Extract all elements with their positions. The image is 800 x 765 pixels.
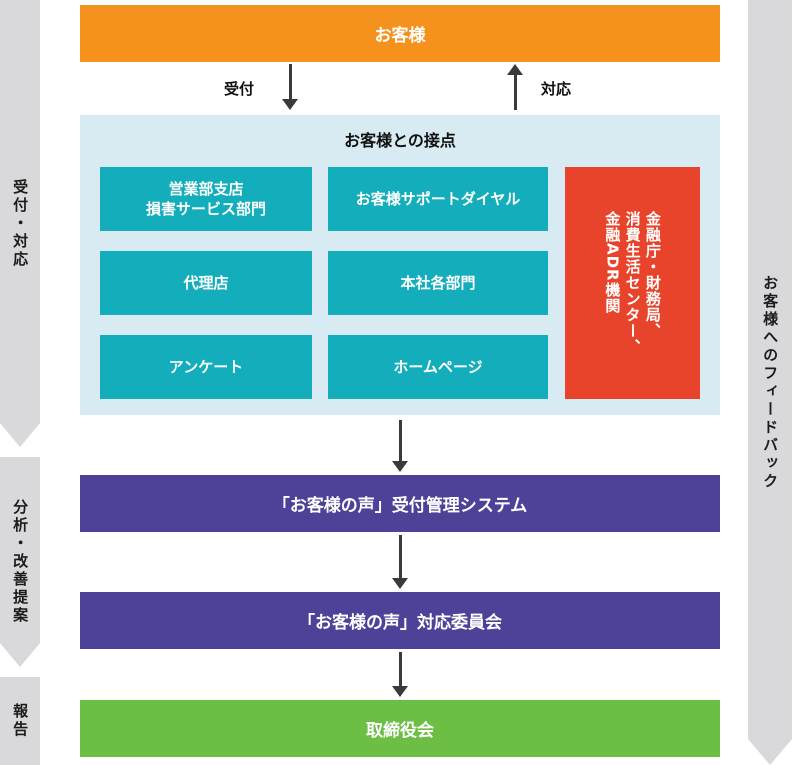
reception-label: 受付 bbox=[224, 80, 255, 98]
external-agencies-label: 金融庁・財務局、 消費生活センター、 金融ADR機関 bbox=[603, 211, 662, 355]
ribbon-analysis-improvement: 分析・改善提案 bbox=[0, 457, 40, 667]
contact-box-support-dial-label: お客様サポートダイヤル bbox=[355, 189, 521, 208]
contact-points-panel: お客様との接点 営業部支店 損害サービス部門 お客様サポートダイヤル 代理店 本… bbox=[80, 115, 720, 415]
ribbon-reception-response: 受付・対応 bbox=[0, 0, 40, 447]
customer-bar: お客様 bbox=[80, 5, 720, 62]
contact-box-homepage-label: ホームページ bbox=[393, 357, 483, 376]
contact-box-survey-label: アンケート bbox=[168, 357, 244, 376]
customer-bar-label: お客様 bbox=[374, 26, 426, 46]
contact-box-agency-label: 代理店 bbox=[183, 273, 229, 292]
contact-box-sales-branch: 営業部支店 損害サービス部門 bbox=[100, 167, 312, 231]
arrow-head bbox=[392, 461, 408, 472]
voice-committee-bar-label: 「お客様の声」対応委員会 bbox=[298, 613, 502, 633]
ribbon-report-label: 報告 bbox=[11, 703, 30, 739]
arrow-head bbox=[392, 578, 408, 589]
contact-box-agency: 代理店 bbox=[100, 251, 312, 315]
arrow-stem bbox=[288, 64, 292, 100]
arrow-down-to-committee-icon bbox=[392, 535, 408, 589]
arrow-head bbox=[392, 686, 408, 697]
arrow-stem bbox=[398, 652, 402, 687]
board-bar-label: 取締役会 bbox=[366, 721, 434, 741]
arrow-down-reception-icon bbox=[282, 64, 298, 110]
ribbon-report: 報告 bbox=[0, 677, 40, 765]
ribbon-reception-response-label: 受付・対応 bbox=[11, 178, 30, 269]
contact-box-support-dial: お客様サポートダイヤル bbox=[328, 167, 548, 231]
board-bar: 取締役会 bbox=[80, 700, 720, 757]
contact-box-homepage: ホームページ bbox=[328, 335, 548, 399]
contact-box-sales-branch-label: 営業部支店 損害サービス部門 bbox=[145, 179, 266, 218]
arrow-stem bbox=[398, 535, 402, 579]
voice-system-bar: 「お客様の声」受付管理システム bbox=[80, 475, 720, 532]
arrow-down-to-board-icon bbox=[392, 652, 408, 697]
voice-system-bar-label: 「お客様の声」受付管理システム bbox=[272, 496, 528, 516]
ribbon-analysis-improvement-label: 分析・改善提案 bbox=[11, 499, 30, 625]
ribbon-customer-feedback-label: お客様へのフィードバック bbox=[761, 274, 780, 491]
arrow-head bbox=[282, 99, 298, 110]
voice-committee-bar: 「お客様の声」対応委員会 bbox=[80, 592, 720, 649]
response-label: 対応 bbox=[541, 80, 572, 98]
external-agencies-box: 金融庁・財務局、 消費生活センター、 金融ADR機関 bbox=[565, 167, 700, 399]
arrow-stem bbox=[513, 74, 517, 110]
contact-points-title: お客様との接点 bbox=[344, 131, 456, 150]
arrow-down-to-system-icon bbox=[392, 420, 408, 472]
contact-box-head-office: 本社各部門 bbox=[328, 251, 548, 315]
arrow-head bbox=[507, 64, 523, 75]
arrow-up-response-icon bbox=[507, 64, 523, 110]
ribbon-customer-feedback: お客様へのフィードバック bbox=[748, 0, 792, 765]
contact-box-survey: アンケート bbox=[100, 335, 312, 399]
contact-box-head-office-label: 本社各部門 bbox=[400, 273, 476, 292]
arrow-stem bbox=[398, 420, 402, 462]
